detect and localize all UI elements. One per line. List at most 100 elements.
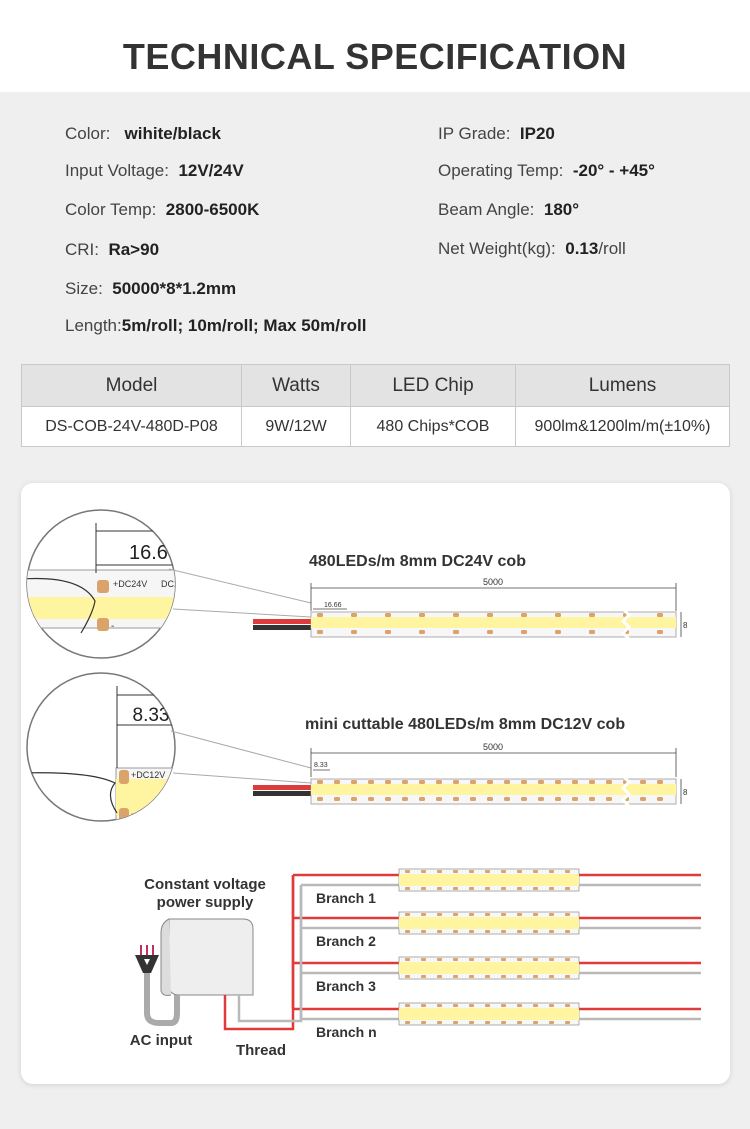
cut-length-small: 8.33 — [314, 762, 328, 769]
copper-pad — [504, 780, 510, 784]
ac-plug-icon — [135, 945, 180, 1026]
thread-label: Thread — [236, 1042, 286, 1059]
copper-pad — [334, 797, 340, 801]
copper-pad — [606, 780, 612, 784]
copper-pad — [589, 797, 595, 801]
branch-1: Branch 1 — [293, 868, 701, 906]
copper-pad — [351, 613, 357, 617]
copper-pad — [555, 630, 561, 634]
zoom-leader-line — [172, 608, 312, 618]
table-header: Watts — [241, 364, 351, 407]
copper-pad — [436, 780, 442, 784]
page-title: TECHNICAL SPECIFICATION — [122, 36, 628, 77]
zoom-circle-12v: +DC12V +DC12V - 8.33 — [26, 672, 176, 822]
copper-pad — [487, 630, 493, 634]
copper-pad — [317, 630, 323, 634]
total-length-label: 5000 — [483, 577, 503, 587]
copper-pad — [572, 780, 578, 784]
cut-length-label: 16.66 — [129, 542, 179, 564]
ac-input-label: AC input — [130, 1032, 192, 1049]
copper-pad — [419, 613, 425, 617]
power-supply-label: Constant voltage — [144, 876, 266, 893]
branch-label: Branch 2 — [316, 933, 376, 949]
copper-pad — [640, 797, 646, 801]
spec-cri: CRI: Ra>90 — [65, 240, 160, 259]
strip-12v: 5000 8.33 8 — [253, 742, 688, 808]
copper-pad — [521, 613, 527, 617]
copper-pad — [402, 797, 408, 801]
diagram-svg: +DC24V DC24V+ - - 16.66 480LEDs/m 8mm DC… — [26, 509, 701, 1059]
branch-2: Branch 2 — [291, 875, 701, 949]
table-cell: 900lm&1200lm/m(±10%) — [515, 406, 730, 447]
copper-pad — [419, 630, 425, 634]
table-cell: DS-COB-24V-480D-P08 — [21, 406, 242, 447]
copper-pad — [470, 780, 476, 784]
copper-pad — [317, 613, 323, 617]
copper-pad — [385, 630, 391, 634]
copper-pad — [453, 630, 459, 634]
table-cell: 9W/12W — [241, 406, 351, 447]
copper-pad — [657, 797, 663, 801]
copper-pad — [521, 780, 527, 784]
copper-pad — [589, 780, 595, 784]
branch-4: Branch n — [291, 963, 701, 1040]
table-header: LED Chip — [350, 364, 516, 407]
copper-pad — [351, 797, 357, 801]
strip-24v: 5000 16.66 8 — [253, 577, 688, 641]
copper-pad — [521, 630, 527, 634]
copper-pad — [470, 797, 476, 801]
copper-pad — [419, 780, 425, 784]
copper-pad — [555, 797, 561, 801]
table-row: DS-COB-24V-480D-P08 9W/12W 480 Chips*COB… — [21, 406, 730, 447]
zoom-leader-line — [170, 730, 312, 769]
spec-length: Length:5m/roll; 10m/roll; Max 50m/roll — [65, 316, 367, 335]
copper-pad — [351, 630, 357, 634]
copper-pad — [589, 630, 595, 634]
pad-label: +DC24V — [113, 579, 147, 589]
width-label: 8 — [683, 621, 688, 630]
branch-3: Branch 3 — [291, 918, 701, 994]
copper-pad — [521, 797, 527, 801]
copper-pad — [436, 797, 442, 801]
table-cell: 480 Chips*COB — [350, 406, 516, 447]
spec-input-voltage: Input Voltage: 12V/24V — [65, 161, 244, 180]
copper-pad — [317, 780, 323, 784]
table-header-row: Model Watts LED Chip Lumens — [21, 364, 730, 407]
diagram1-title: 480LEDs/m 8mm DC24V cob — [309, 553, 526, 570]
copper-pad — [368, 797, 374, 801]
copper-pad — [317, 797, 323, 801]
copper-pad — [657, 780, 663, 784]
branch-label: Branch 1 — [316, 890, 376, 906]
spec-color-temp: Color Temp: 2800-6500K — [65, 200, 260, 219]
zoom-leader-line — [172, 772, 312, 784]
total-length-label: 5000 — [483, 742, 503, 752]
copper-pad — [555, 780, 561, 784]
copper-pad — [606, 797, 612, 801]
power-supply-box — [160, 918, 254, 996]
copper-pad — [538, 780, 544, 784]
minus-sign: - — [111, 621, 114, 632]
width-label: 8 — [683, 788, 688, 797]
copper-pad — [504, 797, 510, 801]
pad-label: +DC12V — [131, 770, 165, 780]
branch-label: Branch n — [316, 1024, 377, 1040]
copper-pad — [351, 780, 357, 784]
copper-pad — [657, 630, 663, 634]
power-supply-label: power supply — [157, 894, 254, 911]
copper-pad — [385, 797, 391, 801]
zoom-circle-24v: +DC24V DC24V+ - - 16.66 — [26, 509, 195, 659]
copper-pad — [368, 780, 374, 784]
pad-label: DC24V+ — [161, 579, 195, 589]
spec-beam-angle: Beam Angle: 180° — [438, 200, 580, 219]
spec-operating-temp: Operating Temp: -20° - +45° — [438, 161, 655, 180]
model-table: Model Watts LED Chip Lumens DS-COB-24V-4… — [21, 364, 730, 447]
diagram2-title: mini cuttable 480LEDs/m 8mm DC12V cob — [305, 716, 625, 733]
copper-pad — [640, 780, 646, 784]
spec-size: Size: 50000*8*1.2mm — [65, 279, 237, 298]
copper-pad — [487, 780, 493, 784]
spec-ip-grade: IP Grade: IP20 — [438, 124, 555, 143]
copper-pad — [334, 780, 340, 784]
header-bar — [0, 0, 750, 92]
spec-color: Color: wihite/black — [65, 124, 221, 143]
